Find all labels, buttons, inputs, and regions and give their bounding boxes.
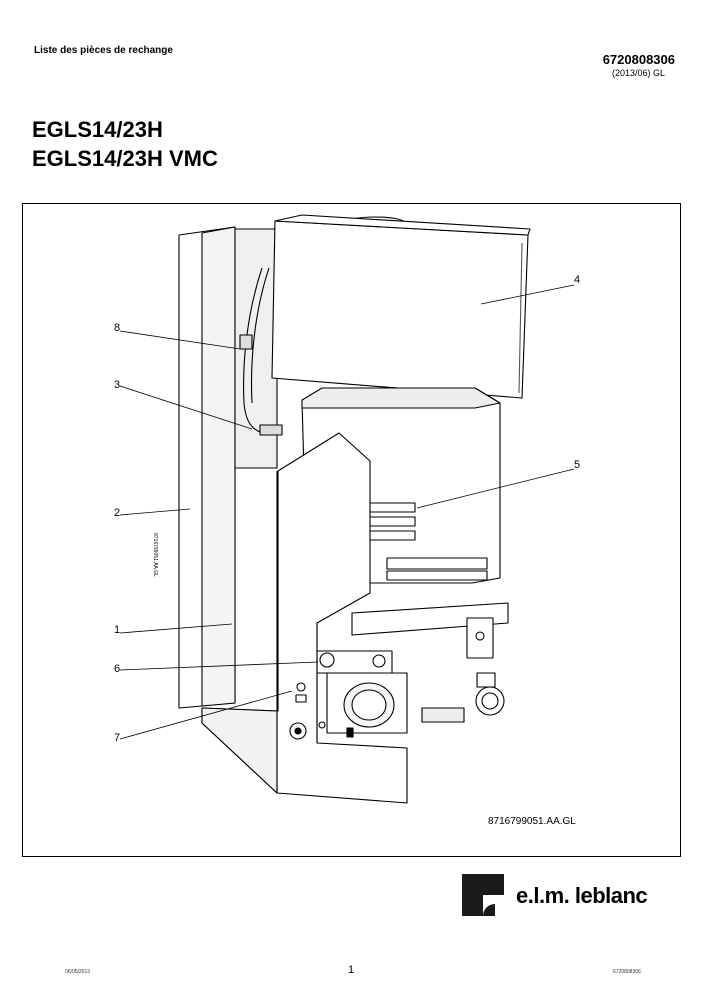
figure-reference: 8716799051.AA.GL [488,816,576,827]
callout-1: 1 [114,624,121,636]
model-title-2: EGLS14/23H VMC [32,146,218,171]
document-number: 6720808306 [602,52,675,67]
footer-date: 06/05/2013 [65,969,91,975]
diagram-frame [22,203,681,857]
footer-doc-number: 6720808306 [613,969,641,975]
document-version: (2013/06) GL [611,68,665,78]
model-title-1: EGLS14/23H [32,117,163,142]
page-number: 1 [348,964,355,976]
callout-2: 2 [114,507,121,519]
section-header: Liste des pièces de rechange [34,45,173,56]
callout-6: 6 [114,663,121,675]
boiler-exploded-diagram [119,214,575,804]
callout-5: 5 [574,459,581,471]
side-code: 8716799051.AA.GL [152,533,158,577]
logo-icon [462,874,504,916]
brand-logo-mark [462,874,504,916]
callout-3: 3 [114,379,121,391]
callout-4: 4 [574,274,581,286]
brand-logo-text: e.l.m. leblanc [516,883,648,908]
callout-7: 7 [114,732,121,744]
callout-8: 8 [114,322,121,334]
